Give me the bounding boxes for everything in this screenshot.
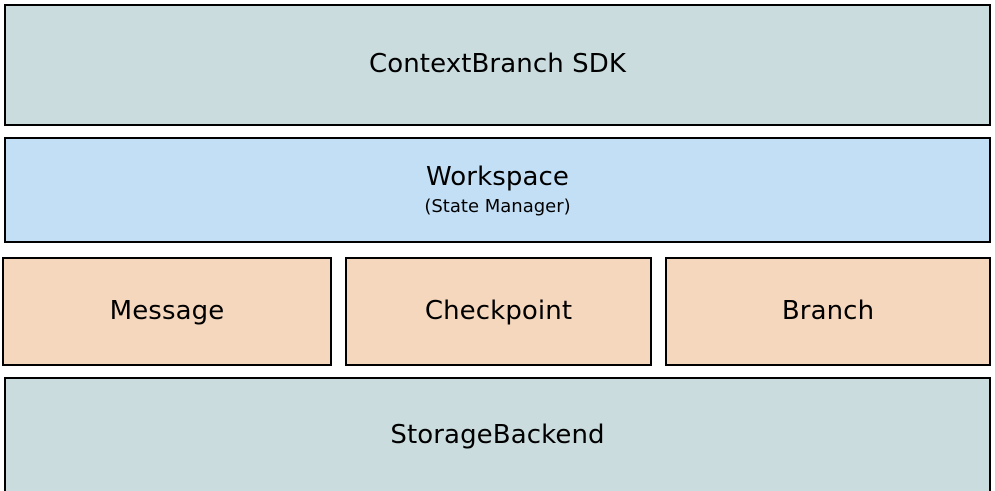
component-branch-label: Branch — [781, 295, 875, 326]
layer-contextbranch-sdk-label: ContextBranch SDK — [368, 49, 627, 80]
components-row: Message Checkpoint Branch — [0, 257, 995, 366]
layer-workspace: Workspace (State Manager) — [4, 137, 991, 243]
layer-storage-backend: StorageBackend — [4, 377, 991, 491]
layer-contextbranch-sdk: ContextBranch SDK — [4, 4, 991, 126]
layer-workspace-label: Workspace — [425, 161, 569, 192]
layer-workspace-sublabel: (State Manager) — [424, 195, 571, 217]
component-checkpoint: Checkpoint — [345, 257, 652, 366]
component-checkpoint-label: Checkpoint — [424, 295, 573, 326]
component-branch: Branch — [665, 257, 991, 366]
layer-storage-backend-label: StorageBackend — [390, 420, 605, 451]
component-message-label: Message — [109, 295, 225, 326]
component-message: Message — [2, 257, 332, 366]
